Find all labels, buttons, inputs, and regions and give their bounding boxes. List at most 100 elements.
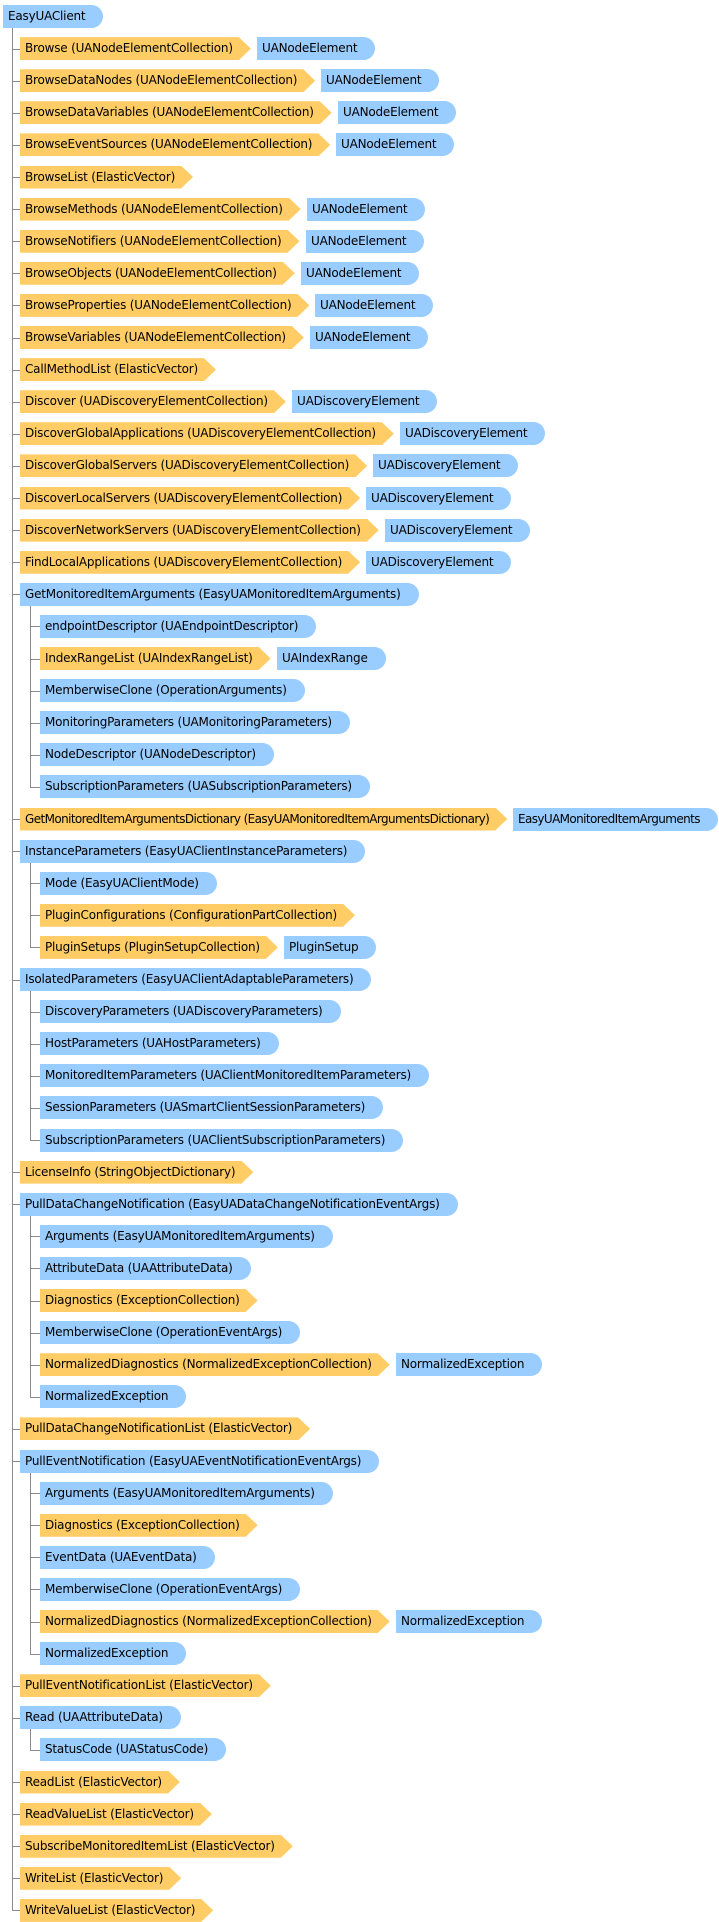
element-node-uadiscoveryelement[interactable]: UADiscoveryElement: [385, 518, 531, 542]
node-browsenotifiers-uanodeelementcollection[interactable]: BrowseNotifiers (UANodeElementCollection…: [20, 230, 300, 253]
node-discoveryparameters-uadiscoveryparameters[interactable]: DiscoveryParameters (UADiscoveryParamete…: [40, 1000, 341, 1024]
element-node-uadiscoveryelement[interactable]: UADiscoveryElement: [366, 486, 512, 510]
node-getmonitoreditemarguments-easyuamonitoreditemarguments[interactable]: GetMonitoredItemArguments (EasyUAMonitor…: [20, 582, 419, 606]
node-pulleventnotificationlist-elasticvector[interactable]: PullEventNotificationList (ElasticVector…: [20, 1674, 271, 1697]
node-discoverlocalservers-uadiscoveryelementcollection[interactable]: DiscoverLocalServers (UADiscoveryElement…: [20, 487, 360, 510]
branch-tick-line: [12, 1429, 20, 1430]
root-trunk-line: [12, 28, 13, 1911]
branch-tick-line: [30, 947, 40, 948]
element-node-uanodeelement[interactable]: UANodeElement: [315, 293, 434, 317]
element-node-uanodeelement[interactable]: UANodeElement: [338, 101, 457, 125]
node-normalizedexception[interactable]: NormalizedException: [40, 1642, 187, 1666]
node-memberwiseclone-operationeventargs[interactable]: MemberwiseClone (OperationEventArgs): [40, 1577, 301, 1601]
branch-tick-line: [12, 370, 20, 371]
node-callmethodlist-elasticvector[interactable]: CallMethodList (ElasticVector): [20, 358, 216, 381]
node-discovernetworkservers-uadiscoveryelementcollection[interactable]: DiscoverNetworkServers (UADiscoveryEleme…: [20, 519, 379, 542]
node-pluginsetups-pluginsetupcollection[interactable]: PluginSetups (PluginSetupCollection): [40, 936, 278, 959]
branch-tick-line: [12, 1686, 20, 1687]
branch-tick-line: [12, 1782, 20, 1783]
node-licenseinfo-stringobjectdictionary[interactable]: LicenseInfo (StringObjectDictionary): [20, 1161, 253, 1184]
element-node-uanodeelement[interactable]: UANodeElement: [306, 229, 425, 253]
node-discover-uadiscoveryelementcollection[interactable]: Discover (UADiscoveryElementCollection): [20, 390, 286, 413]
node-writelist-elasticvector[interactable]: WriteList (ElasticVector): [20, 1867, 181, 1890]
node-arguments-easyuamonitoreditemarguments[interactable]: Arguments (EasyUAMonitoredItemArguments): [40, 1224, 333, 1248]
element-node-normalizedexception[interactable]: NormalizedException: [396, 1353, 543, 1377]
node-normalizedexception[interactable]: NormalizedException: [40, 1385, 187, 1409]
node-instanceparameters-easyuaclientinstanceparameters[interactable]: InstanceParameters (EasyUAClientInstance…: [20, 839, 366, 863]
node-diagnostics-exceptioncollection[interactable]: Diagnostics (ExceptionCollection): [40, 1514, 258, 1537]
node-endpointdescriptor-uaendpointdescriptor[interactable]: endpointDescriptor (UAEndpointDescriptor…: [40, 614, 317, 638]
node-findlocalapplications-uadiscoveryelementcollection[interactable]: FindLocalApplications (UADiscoveryElemen…: [20, 551, 360, 574]
branch-tick-line: [12, 1846, 20, 1847]
node-discoverglobalapplications-uadiscoveryelementcollection[interactable]: DiscoverGlobalApplications (UADiscoveryE…: [20, 422, 394, 445]
node-normalizeddiagnostics-normalizedexceptioncollection[interactable]: NormalizedDiagnostics (NormalizedExcepti…: [40, 1610, 390, 1633]
node-browsevariables-uanodeelementcollection[interactable]: BrowseVariables (UANodeElementCollection…: [20, 326, 304, 349]
element-node-uanodeelement[interactable]: UANodeElement: [310, 326, 429, 349]
node-browseeventsources-uanodeelementcollection[interactable]: BrowseEventSources (UANodeElementCollect…: [20, 133, 330, 156]
element-node-pluginsetup[interactable]: PluginSetup: [284, 935, 377, 959]
node-subscribemonitoreditemlist-elasticvector[interactable]: SubscribeMonitoredItemList (ElasticVecto…: [20, 1835, 293, 1858]
node-writevaluelist-elasticvector[interactable]: WriteValueList (ElasticVector): [20, 1899, 213, 1922]
node-sessionparameters-uasmartclientsessionparameters[interactable]: SessionParameters (UASmartClientSessionP…: [40, 1096, 384, 1120]
node-browsedatavariables-uanodeelementcollection[interactable]: BrowseDataVariables (UANodeElementCollec…: [20, 101, 332, 124]
branch-tick-line: [30, 1333, 40, 1334]
node-subscriptionparameters-uaclientsubscriptionparameters[interactable]: SubscriptionParameters (UAClientSubscrip…: [40, 1128, 404, 1152]
node-isolatedparameters-easyuaclientadaptableparameters[interactable]: IsolatedParameters (EasyUAClientAdaptabl…: [20, 968, 372, 991]
element-node-easyuamonitoreditemarguments[interactable]: EasyUAMonitoredItemArguments: [513, 807, 718, 831]
branch-tick-line: [30, 915, 40, 916]
node-discoverglobalservers-uadiscoveryelementcollection[interactable]: DiscoverGlobalServers (UADiscoveryElemen…: [20, 454, 367, 477]
branch-tick-line: [12, 819, 20, 820]
root-node-easyuaclient[interactable]: EasyUAClient: [3, 5, 104, 28]
node-subscriptionparameters-uasubscriptionparameters[interactable]: SubscriptionParameters (UASubscriptionPa…: [40, 775, 370, 799]
branch-tick-line: [12, 241, 20, 242]
node-attributedata-uaattributedata[interactable]: AttributeData (UAAttributeData): [40, 1256, 251, 1280]
node-browsedatanodes-uanodeelementcollection[interactable]: BrowseDataNodes (UANodeElementCollection…: [20, 69, 315, 92]
node-browseobjects-uanodeelementcollection[interactable]: BrowseObjects (UANodeElementCollection): [20, 262, 295, 285]
element-node-uanodeelement[interactable]: UANodeElement: [257, 37, 376, 61]
node-eventdata-uaeventdata[interactable]: EventData (UAEventData): [40, 1545, 215, 1569]
element-node-uadiscoveryelement[interactable]: UADiscoveryElement: [373, 454, 519, 478]
element-node-normalizedexception[interactable]: NormalizedException: [396, 1610, 543, 1633]
element-node-uanodeelement[interactable]: UANodeElement: [321, 69, 440, 93]
branch-trunk-line: [30, 1729, 31, 1750]
element-node-uadiscoveryelement[interactable]: UADiscoveryElement: [400, 422, 546, 446]
node-memberwiseclone-operationarguments[interactable]: MemberwiseClone (OperationArguments): [40, 679, 305, 703]
element-node-uanodeelement[interactable]: UANodeElement: [301, 261, 420, 285]
node-read-uaattributedata[interactable]: Read (UAAttributeData): [20, 1706, 181, 1730]
node-indexrangelist-uaindexrangelist[interactable]: IndexRangeList (UAIndexRangeList): [40, 647, 271, 670]
node-monitoreditemparameters-uaclientmonitoreditemparameters[interactable]: MonitoredItemParameters (UAClientMonitor…: [40, 1064, 430, 1088]
node-readlist-elasticvector[interactable]: ReadList (ElasticVector): [20, 1771, 180, 1794]
branch-trunk-line: [30, 605, 31, 787]
branch-tick-line: [30, 1365, 40, 1366]
node-diagnostics-exceptioncollection[interactable]: Diagnostics (ExceptionCollection): [40, 1289, 258, 1312]
branch-tick-line: [30, 1140, 40, 1141]
branch-tick-line: [30, 1397, 40, 1398]
node-arguments-easyuamonitoreditemarguments[interactable]: Arguments (EasyUAMonitoredItemArguments): [40, 1481, 333, 1505]
node-pulldatachangenotificationlist-elasticvector[interactable]: PullDataChangeNotificationList (ElasticV…: [20, 1417, 310, 1440]
node-browsemethods-uanodeelementcollection[interactable]: BrowseMethods (UANodeElementCollection): [20, 198, 301, 221]
node-pulldatachangenotification-easyuadatachangenotificationeventargs[interactable]: PullDataChangeNotification (EasyUADataCh…: [20, 1192, 458, 1216]
node-memberwiseclone-operationeventargs[interactable]: MemberwiseClone (OperationEventArgs): [40, 1321, 301, 1345]
node-mode-easyuaclientmode[interactable]: Mode (EasyUAClientMode): [40, 871, 217, 895]
element-node-uanodeelement[interactable]: UANodeElement: [307, 197, 426, 221]
element-node-uaindexrange[interactable]: UAIndexRange: [277, 647, 386, 670]
element-node-uadiscoveryelement[interactable]: UADiscoveryElement: [292, 390, 438, 414]
node-pluginconfigurations-configurationpartcollection[interactable]: PluginConfigurations (ConfigurationPartC…: [40, 904, 355, 927]
branch-tick-line: [12, 594, 20, 595]
node-pulleventnotification-easyuaeventnotificationeventargs[interactable]: PullEventNotification (EasyUAEventNotifi…: [20, 1449, 380, 1473]
node-browselist-elasticvector[interactable]: BrowseList (ElasticVector): [20, 166, 193, 189]
node-readvaluelist-elasticvector[interactable]: ReadValueList (ElasticVector): [20, 1803, 212, 1826]
branch-trunk-line: [30, 1472, 31, 1654]
node-browse-uanodeelementcollection[interactable]: Browse (UANodeElementCollection): [20, 37, 251, 60]
node-nodedescriptor-uanodedescriptor[interactable]: NodeDescriptor (UANodeDescriptor): [40, 743, 274, 767]
node-browseproperties-uanodeelementcollection[interactable]: BrowseProperties (UANodeElementCollectio…: [20, 294, 309, 317]
node-getmonitoreditemargumentsdictionary-easyuamonitoreditemargumentsdictionary[interactable]: GetMonitoredItemArgumentsDictionary (Eas…: [20, 808, 507, 831]
node-statuscode-uastatuscode[interactable]: StatusCode (UAStatusCode): [40, 1738, 227, 1762]
branch-tick-line: [30, 1589, 40, 1590]
node-normalizeddiagnostics-normalizedexceptioncollection[interactable]: NormalizedDiagnostics (NormalizedExcepti…: [40, 1353, 390, 1376]
element-node-uanodeelement[interactable]: UANodeElement: [336, 133, 455, 157]
node-hostparameters-uahostparameters[interactable]: HostParameters (UAHostParameters): [40, 1032, 279, 1056]
branch-tick-line: [12, 209, 20, 210]
element-node-uadiscoveryelement[interactable]: UADiscoveryElement: [366, 550, 512, 574]
node-monitoringparameters-uamonitoringparameters[interactable]: MonitoringParameters (UAMonitoringParame…: [40, 711, 350, 735]
